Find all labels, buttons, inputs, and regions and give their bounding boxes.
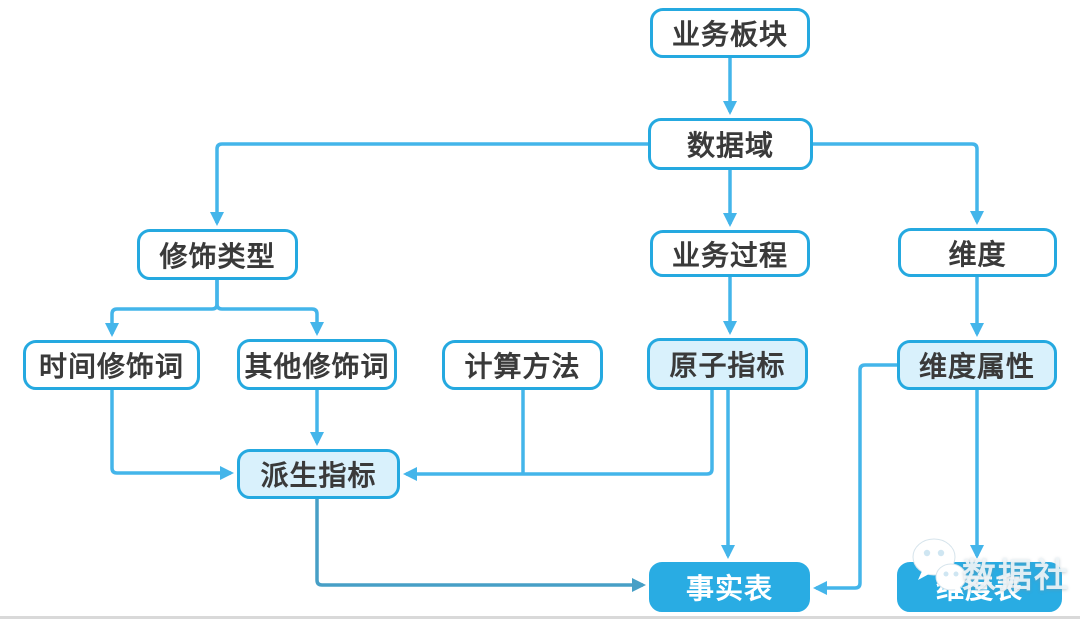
node-dimension-table: 维度表 <box>897 562 1062 612</box>
node-modifier-type: 修饰类型 <box>137 229 298 280</box>
node-dimension-attribute: 维度属性 <box>897 340 1057 390</box>
edge-data-domain-to-modifier-type <box>210 142 648 226</box>
node-data-domain: 数据域 <box>648 118 813 170</box>
node-fact-table: 事实表 <box>649 562 810 612</box>
node-derived-indicator: 派生指标 <box>237 449 400 499</box>
edge-dimension-attribute-to-fact-table <box>813 363 897 595</box>
edge-data-domain-to-dimension <box>813 142 984 225</box>
edge-time-modifier-to-derived-indicator <box>110 390 234 480</box>
edge-modifier-type-to-time-modifier <box>105 280 219 337</box>
node-dimension: 维度 <box>898 228 1057 277</box>
edge-derived-indicator-to-fact-table <box>315 499 646 592</box>
edge-atomic-indicator-to-derived-indicator <box>403 390 714 481</box>
node-other-modifier: 其他修饰词 <box>237 339 397 390</box>
node-calc-method: 计算方法 <box>442 340 603 390</box>
node-atomic-indicator: 原子指标 <box>647 338 808 390</box>
node-business-process: 业务过程 <box>650 230 810 277</box>
bottom-divider <box>0 616 1080 619</box>
node-business-sector: 业务板块 <box>650 8 810 58</box>
edge-modifier-type-to-other-modifier <box>215 280 324 336</box>
node-time-modifier: 时间修饰词 <box>23 340 200 390</box>
